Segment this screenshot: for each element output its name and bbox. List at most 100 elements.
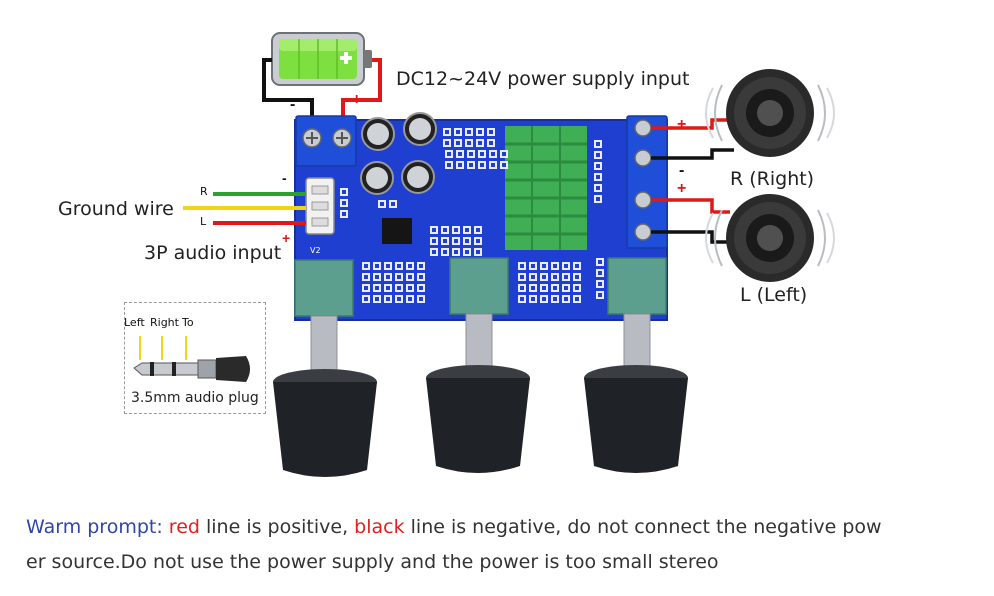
heatsink: [505, 126, 587, 250]
smd-pad-center: [454, 250, 458, 254]
smd-pad-center: [476, 228, 480, 232]
smd-pad-center: [469, 152, 473, 156]
smd-pad-center: [564, 297, 568, 301]
smd-pad-center: [397, 286, 401, 290]
smd-pad-center: [447, 152, 451, 156]
smd-pad-center: [364, 297, 368, 301]
speaker-terminal-block: [626, 115, 668, 249]
smd-pad-center: [397, 264, 401, 268]
smd-pad-center: [596, 142, 600, 146]
speaker-r-wire-red: [651, 118, 730, 130]
left-speaker-label: L (Left): [740, 284, 808, 306]
smd-pad-center: [445, 130, 449, 134]
smd-pad-center: [456, 130, 460, 134]
smd-components: [340, 128, 604, 303]
smd-pad-center: [564, 286, 568, 290]
smd-pad-center: [531, 275, 535, 279]
smd-pad-center: [520, 275, 524, 279]
smd-pad-center: [491, 152, 495, 156]
smd-pad-center: [375, 286, 379, 290]
power-terminal-block: [295, 115, 357, 167]
wire-r-label: R: [200, 185, 208, 198]
prompt-red-word: red: [168, 516, 200, 538]
plug-to-label: To: [182, 316, 194, 329]
audio-plug-icon: [133, 336, 250, 382]
smd-pad-center: [478, 141, 482, 145]
speaker-r-wire-black: [651, 148, 734, 160]
potentiometer-knob-left: [273, 259, 377, 477]
smd-pad-center: [553, 264, 557, 268]
smd-pad-center: [489, 141, 493, 145]
smd-pad-center: [480, 163, 484, 167]
input-minus-symbol: -: [282, 170, 287, 186]
smd-pad-center: [598, 282, 602, 286]
smd-pad-center: [445, 141, 449, 145]
smd-pad-center: [596, 197, 600, 201]
smd-pad-center: [575, 297, 579, 301]
smd-pad-center: [386, 286, 390, 290]
smd-pad-center: [467, 141, 471, 145]
prompt-lead: Warm prompt:: [26, 516, 163, 538]
smd-pad-center: [419, 275, 423, 279]
smd-pad-center: [447, 163, 451, 167]
smd-pad-center: [531, 286, 535, 290]
wire-l-label: L: [200, 215, 207, 228]
potentiometer-knob-middle: [426, 257, 530, 473]
smd-pad-center: [454, 228, 458, 232]
smd-pad-center: [542, 286, 546, 290]
smd-pad-center: [375, 264, 379, 268]
smd-pad-center: [386, 297, 390, 301]
smd-pad-center: [458, 152, 462, 156]
power-wire-red: [341, 58, 382, 124]
smd-pad-center: [432, 250, 436, 254]
smd-pad-center: [596, 175, 600, 179]
smd-pad-center: [542, 297, 546, 301]
smd-pad-center: [375, 297, 379, 301]
audio-input-label: 3P audio input: [144, 242, 282, 264]
smd-pad-center: [520, 286, 524, 290]
smd-pad-center: [408, 264, 412, 268]
prompt-part-2: line is negative, do not connect the neg…: [404, 516, 882, 538]
ic-chip: [382, 218, 412, 244]
power-wire-black: [262, 58, 314, 124]
smd-pad-center: [598, 271, 602, 275]
smd-pad-center: [342, 201, 346, 205]
smd-pad-center: [465, 239, 469, 243]
smd-pad-center: [364, 286, 368, 290]
smd-pad-center: [364, 264, 368, 268]
board-marking: V2: [310, 246, 321, 255]
speaker-l-wire-black: [651, 230, 734, 244]
smd-pad-center: [419, 286, 423, 290]
power-plus-symbol: +: [352, 91, 362, 108]
smd-pad-center: [553, 286, 557, 290]
smd-pad-center: [408, 286, 412, 290]
speaker-left-icon: [705, 194, 835, 282]
plug-caption: 3.5mm audio plug: [131, 390, 259, 406]
smd-pad-center: [465, 250, 469, 254]
smd-pad-center: [575, 286, 579, 290]
smd-pad-center: [502, 152, 506, 156]
smd-pad-center: [375, 275, 379, 279]
smd-pad-center: [443, 239, 447, 243]
smd-pad-center: [386, 264, 390, 268]
smd-pad-center: [458, 163, 462, 167]
smd-pad-center: [397, 297, 401, 301]
smd-pad-center: [491, 163, 495, 167]
smd-pad-center: [564, 275, 568, 279]
smd-pad-center: [408, 297, 412, 301]
ground-wire-label: Ground wire: [58, 198, 174, 220]
smd-pad-center: [419, 264, 423, 268]
audio-input-connector: [305, 177, 335, 235]
smd-pad-center: [443, 228, 447, 232]
speaker-right-icon: [705, 69, 835, 157]
smd-pad-center: [596, 153, 600, 157]
power-input-label: DC12~24V power supply input: [396, 68, 690, 90]
smd-pad-center: [432, 228, 436, 232]
plug-left-label: Left: [124, 316, 145, 329]
smd-pad-center: [553, 275, 557, 279]
prompt-part-1: line is positive,: [199, 516, 355, 538]
smd-pad-center: [391, 202, 395, 206]
smd-pad-center: [553, 297, 557, 301]
input-plus-symbol: +: [282, 230, 291, 246]
